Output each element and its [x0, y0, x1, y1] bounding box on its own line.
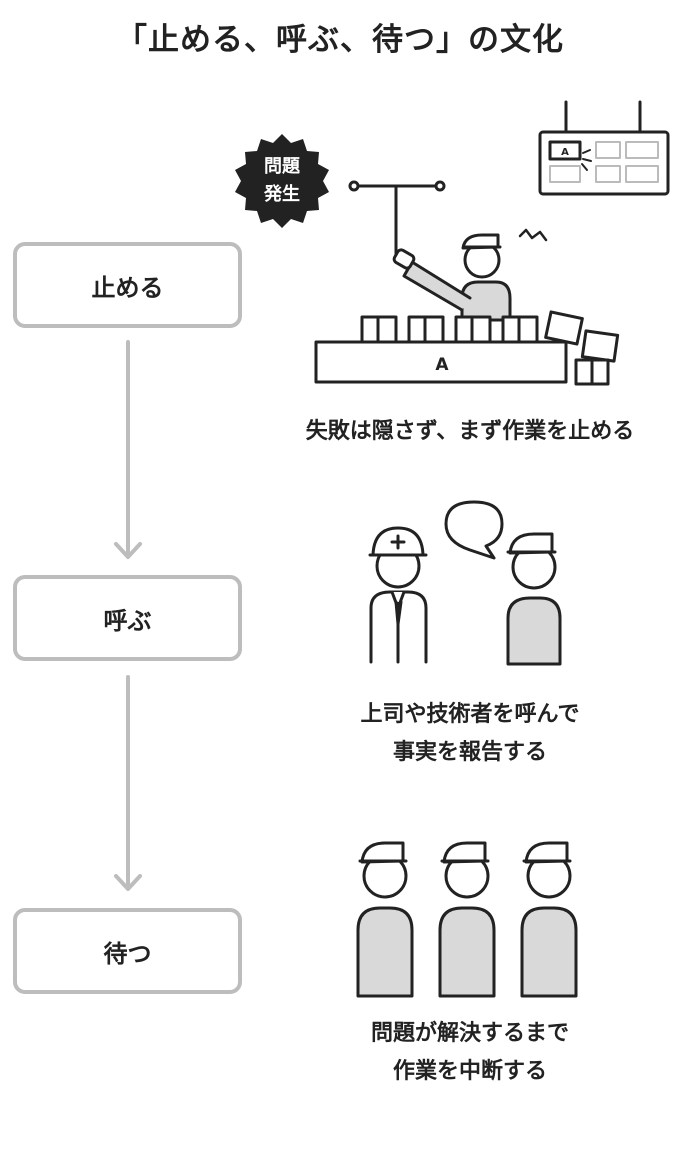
conveyor-label: A	[435, 355, 449, 375]
caption-stop: 失敗は隠さず、まず作業を止める	[270, 413, 670, 451]
problem-badge-line1: 問題	[264, 156, 301, 177]
page-title: 「止める、呼ぶ、待つ」の文化	[116, 22, 564, 58]
arrow-stop-to-call	[114, 340, 142, 559]
step-box-stop: 止める	[13, 242, 242, 328]
caption-call-line1: 上司や技術者を呼んで	[360, 702, 580, 727]
pull-cord-icon	[348, 180, 446, 257]
waiting-worker-icon-2	[438, 841, 496, 998]
step-box-wait: 待つ	[13, 908, 242, 994]
worker-listening-icon	[506, 532, 562, 666]
step-label-stop: 止める	[91, 273, 164, 302]
step-box-call: 呼ぶ	[13, 575, 242, 661]
problem-badge: 問題 発生	[235, 134, 329, 228]
waiting-worker-icon-1	[356, 841, 414, 998]
caption-wait: 問題が解決するまで 作業を中断する	[270, 1015, 670, 1091]
supervisor-icon	[368, 526, 428, 664]
caption-call-line2: 事実を報告する	[392, 740, 547, 765]
caption-wait-line2: 作業を中断する	[392, 1059, 547, 1084]
worker-pulling-cord-icon	[392, 228, 548, 322]
step-label-call: 呼ぶ	[103, 606, 152, 635]
caption-wait-line1: 問題が解決するまで	[370, 1021, 569, 1046]
speech-bubble-icon	[444, 500, 504, 560]
step-label-wait: 待つ	[103, 939, 152, 968]
panel-label: A	[561, 147, 569, 158]
conveyor-icon	[314, 310, 620, 386]
waiting-worker-icon-3	[520, 841, 578, 998]
caption-stop-line1: 失敗は隠さず、まず作業を止める	[305, 419, 635, 444]
caption-call: 上司や技術者を呼んで 事実を報告する	[270, 696, 670, 772]
problem-badge-line2: 発生	[263, 183, 300, 205]
andon-panel-icon	[538, 100, 670, 196]
arrow-call-to-wait	[114, 675, 142, 891]
